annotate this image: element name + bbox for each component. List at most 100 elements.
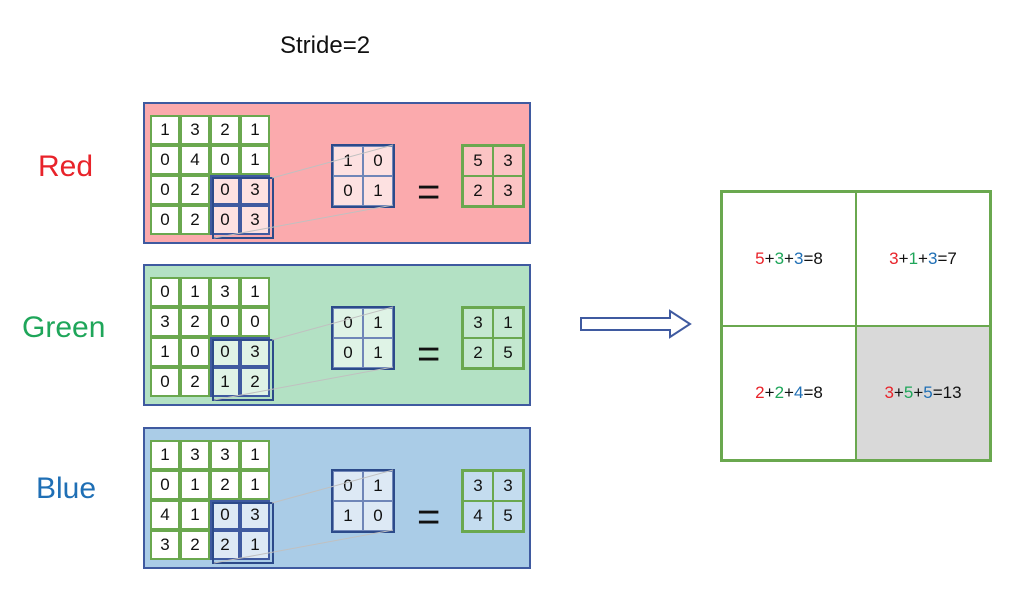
result-term: 3	[884, 383, 894, 402]
input-cell: 1	[180, 500, 210, 530]
output-cell: 1	[493, 308, 523, 338]
output-cell: 5	[463, 146, 493, 176]
input-cell: 3	[150, 307, 180, 337]
input-cell: 0	[150, 175, 180, 205]
equals-sign: =	[417, 495, 441, 539]
input-cell: 1	[180, 277, 210, 307]
kernel-cell: 1	[333, 501, 363, 531]
result-total: =7	[937, 249, 957, 268]
input-cell: 1	[240, 530, 270, 560]
result-term: 2	[755, 383, 765, 402]
input-cell: 3	[150, 530, 180, 560]
kernel-cell: 1	[333, 146, 363, 176]
kernel-cell: 1	[363, 176, 393, 206]
green-channel-label: Green	[22, 311, 106, 344]
input-cell: 0	[210, 145, 240, 175]
output-cell: 3	[493, 471, 523, 501]
input-cell: 2	[240, 367, 270, 397]
input-cell: 1	[240, 440, 270, 470]
input-cell: 0	[210, 307, 240, 337]
input-cell: 0	[150, 145, 180, 175]
equals-sign: =	[417, 332, 441, 376]
input-cell: 3	[240, 205, 270, 235]
plus-sign: +	[898, 249, 909, 268]
input-cell: 3	[240, 500, 270, 530]
kernel-cell: 0	[333, 471, 363, 501]
kernel-cell: 0	[333, 176, 363, 206]
input-cell: 1	[240, 115, 270, 145]
input-cell: 3	[240, 175, 270, 205]
result-total: =13	[932, 383, 962, 402]
result-term: 5	[923, 383, 933, 402]
hollow-right-arrow-icon	[580, 309, 692, 339]
kernel-cell: 0	[333, 308, 363, 338]
plus-sign: +	[913, 383, 924, 402]
input-cell: 0	[150, 277, 180, 307]
output-cell: 3	[463, 471, 493, 501]
result-cell: 2+2+4=8	[722, 326, 856, 460]
plus-sign: +	[918, 249, 928, 268]
output-cell: 3	[493, 176, 523, 206]
input-cell: 2	[180, 205, 210, 235]
kernel-cell: 1	[363, 308, 393, 338]
result-cell: 3+1+3=7	[856, 192, 990, 326]
red-channel-label: Red	[38, 150, 94, 183]
equals-sign: =	[417, 170, 441, 214]
input-cell: 2	[180, 367, 210, 397]
input-cell: 0	[210, 205, 240, 235]
output-cell: 3	[463, 308, 493, 338]
stride-title: Stride=2	[280, 32, 371, 59]
input-cell: 4	[150, 500, 180, 530]
input-cell: 3	[210, 440, 240, 470]
output-cell: 2	[463, 176, 493, 206]
input-cell: 3	[240, 337, 270, 367]
result-total: =8	[803, 249, 823, 268]
input-cell: 2	[180, 175, 210, 205]
result-term: 3	[793, 249, 804, 268]
result-term: 4	[793, 383, 804, 402]
input-cell: 0	[150, 367, 180, 397]
plus-sign: +	[784, 249, 794, 268]
output-cell: 5	[493, 501, 523, 531]
input-cell: 1	[240, 145, 270, 175]
input-cell: 2	[210, 470, 240, 500]
kernel-cell: 1	[363, 471, 393, 501]
kernel-cell: 0	[363, 146, 393, 176]
output-cell: 5	[493, 338, 523, 368]
output-cell: 2	[463, 338, 493, 368]
input-cell: 2	[210, 115, 240, 145]
output-cell: 3	[493, 146, 523, 176]
result-term: 5	[755, 249, 765, 268]
plus-sign: +	[784, 383, 794, 402]
input-cell: 3	[180, 115, 210, 145]
kernel-cell: 1	[363, 338, 393, 368]
input-cell: 0	[210, 500, 240, 530]
result-term: 3	[889, 249, 899, 268]
input-cell: 1	[240, 470, 270, 500]
input-cell: 0	[210, 337, 240, 367]
input-cell: 4	[180, 145, 210, 175]
input-cell: 0	[210, 175, 240, 205]
result-term: 2	[774, 383, 785, 402]
input-cell: 0	[240, 307, 270, 337]
result-cell: 3+5+5=13	[856, 326, 990, 460]
input-cell: 1	[150, 115, 180, 145]
blue-channel-label: Blue	[36, 472, 97, 505]
result-total: =8	[803, 383, 823, 402]
input-cell: 3	[210, 277, 240, 307]
input-cell: 0	[150, 470, 180, 500]
input-cell: 1	[150, 337, 180, 367]
output-cell: 4	[463, 501, 493, 531]
plus-sign: +	[893, 383, 904, 402]
result-term: 5	[903, 383, 914, 402]
input-cell: 1	[210, 367, 240, 397]
